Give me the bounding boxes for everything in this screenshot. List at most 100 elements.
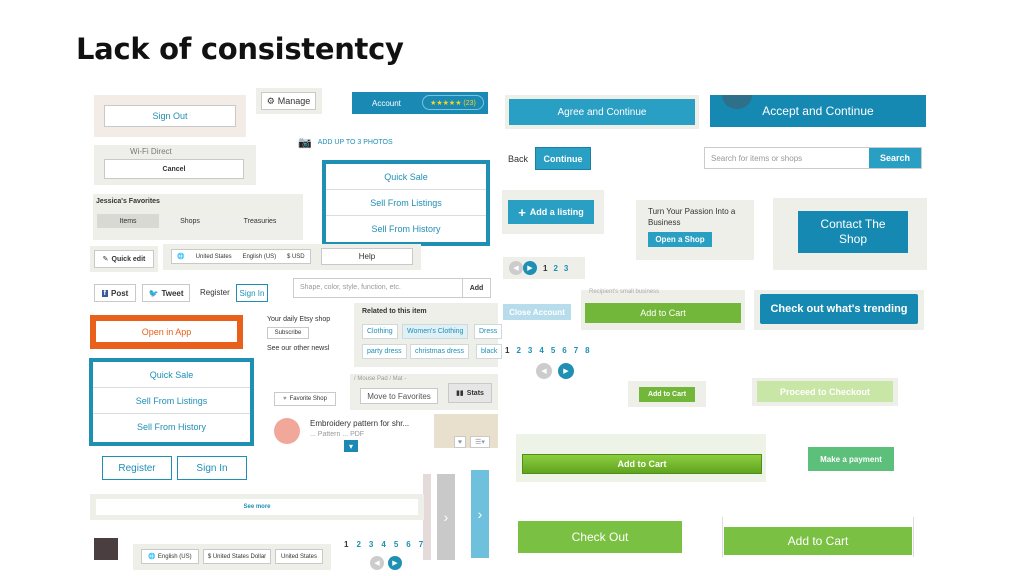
tab-items[interactable]: Items: [97, 214, 159, 228]
carousel-next-button[interactable]: ›: [471, 470, 489, 558]
chip-christmas-dress[interactable]: christmas dress: [410, 344, 470, 359]
manage-button[interactable]: ⚙Manage: [261, 92, 316, 110]
subscribe-button[interactable]: Subscribe: [267, 327, 309, 339]
page-1-long[interactable]: 1: [505, 346, 510, 355]
page-6-bottom[interactable]: 6: [406, 540, 411, 549]
add-cart-panel-small: Add to Cart: [628, 381, 706, 407]
page-5-bottom[interactable]: 5: [393, 540, 399, 549]
menu-sell-listings[interactable]: Sell From Listings: [326, 190, 486, 216]
language-selector[interactable]: 🌐English (US): [141, 549, 199, 564]
page-7-bottom[interactable]: 7: [418, 540, 424, 549]
sign-in-button[interactable]: Sign In: [177, 456, 247, 480]
twitter-icon: 🐦: [148, 288, 159, 298]
menu-quick-sale-2[interactable]: Quick Sale: [93, 362, 250, 388]
add-listing-button[interactable]: +Add a listing: [508, 200, 594, 224]
page-4-long[interactable]: 4: [539, 346, 544, 355]
page-3-short[interactable]: 3: [563, 264, 569, 273]
shape-search-placeholder: Shape, color, style, function, etc.: [300, 284, 401, 291]
sign-out-button[interactable]: Sign Out: [104, 105, 236, 127]
page-1-bottom[interactable]: 1: [344, 540, 349, 549]
quick-edit-button[interactable]: ✎Quick edit: [94, 250, 154, 268]
chip-black[interactable]: black: [476, 344, 503, 359]
page-1-short[interactable]: 1: [543, 264, 548, 273]
search-button[interactable]: Search: [869, 148, 921, 168]
prev-page-icon[interactable]: ◀: [370, 556, 384, 570]
register-link[interactable]: Register: [200, 288, 230, 297]
menu-sell-listings-2[interactable]: Sell From Listings: [93, 388, 250, 414]
stats-button[interactable]: ▮▮Stats: [448, 383, 492, 403]
make-payment-button[interactable]: Make a payment: [808, 447, 894, 471]
favorite-shop-button[interactable]: ♥Favorite Shop: [274, 392, 336, 406]
proceed-checkout-button[interactable]: Proceed to Checkout: [757, 381, 893, 402]
chip-womens-clothing[interactable]: Women's Clothing: [402, 324, 469, 339]
locale-selector[interactable]: 🌐 United States English (US) $ USD: [171, 249, 311, 264]
open-in-app-button[interactable]: Open in App: [96, 321, 237, 342]
next-page-short-icon[interactable]: ▶: [523, 261, 537, 275]
chip-clothing[interactable]: Clothing: [362, 324, 398, 339]
tweet-button[interactable]: 🐦Tweet: [142, 284, 190, 302]
add-button[interactable]: Add: [462, 279, 490, 297]
next-page-icon[interactable]: ▶: [388, 556, 402, 570]
register-button[interactable]: Register: [102, 456, 172, 480]
search-items-input[interactable]: Search for items or shops Search: [704, 147, 922, 169]
currency-selector[interactable]: $ United States Dollar: [203, 549, 271, 564]
page-6-long[interactable]: 6: [562, 346, 567, 355]
chip-party-dress[interactable]: party dress: [362, 344, 407, 359]
add-cart-panel-1: Recipient's small business Add to Cart: [581, 289, 745, 330]
chip-dresses[interactable]: Dress: [474, 324, 503, 339]
contact-shop-button[interactable]: Contact The Shop: [798, 211, 908, 253]
add-to-cart-button-2[interactable]: Add to Cart: [522, 454, 762, 474]
open-shop-button[interactable]: Open a Shop: [648, 232, 712, 247]
comment-icon[interactable]: ▾: [344, 440, 358, 452]
agree-continue-button[interactable]: Agree and Continue: [509, 99, 695, 125]
carousel-prev-button[interactable]: ›: [437, 474, 455, 560]
account-label[interactable]: Account: [372, 99, 401, 108]
prev-page-long-icon[interactable]: ◀: [536, 363, 552, 379]
close-account-button[interactable]: Close Account: [503, 304, 571, 320]
check-out-button[interactable]: Check Out: [518, 521, 682, 553]
shape-search-input[interactable]: Shape, color, style, function, etc. Add: [293, 278, 491, 298]
globe-icon: 🌐: [148, 554, 156, 560]
heart-small-button[interactable]: ♥: [454, 436, 466, 448]
list-menu-button[interactable]: ☰▾: [470, 436, 490, 448]
add-photos-link[interactable]: 📷 ADD UP TO 3 PHOTOS: [298, 136, 393, 149]
add-to-cart-button-3[interactable]: Add to Cart: [724, 527, 912, 555]
add-to-cart-button-1[interactable]: Add to Cart: [585, 303, 741, 323]
menu-sell-history[interactable]: Sell From History: [371, 224, 441, 234]
cancel-button[interactable]: Cancel: [104, 159, 244, 179]
see-other-link[interactable]: See our other newsl: [267, 345, 330, 352]
tab-shops[interactable]: Shops: [159, 214, 221, 228]
prev-page-short-icon[interactable]: ◀: [509, 261, 523, 275]
see-more-button[interactable]: See more: [96, 499, 418, 515]
mouse-pad-text: / Mouse Pad / Mat -: [354, 376, 407, 382]
region-selector[interactable]: United States: [275, 549, 323, 564]
next-page-long-icon[interactable]: ▶: [558, 363, 574, 379]
page-5-long[interactable]: 5: [550, 346, 556, 355]
search-items-placeholder: Search for items or shops: [711, 154, 803, 163]
add-to-cart-button-small[interactable]: Add to Cart: [639, 387, 695, 402]
page-8-long[interactable]: 8: [585, 346, 590, 355]
page-3-long[interactable]: 3: [527, 346, 533, 355]
page-2-bottom[interactable]: 2: [356, 540, 361, 549]
trending-button[interactable]: Check out what's trending: [760, 294, 918, 324]
pagination-long: 1 2 3 4 5 6 7 8: [505, 346, 590, 355]
page-2-short[interactable]: 2: [553, 264, 558, 273]
sign-in-small-button[interactable]: Sign In: [236, 284, 268, 302]
manage-panel: ⚙Manage: [256, 88, 322, 114]
page-4-bottom[interactable]: 4: [381, 540, 386, 549]
see-more-panel: See more: [90, 494, 424, 520]
tab-treasuries[interactable]: Treasuries: [221, 214, 299, 228]
locale-bar-top: 🌐 United States English (US) $ USD Help: [163, 244, 421, 270]
menu-sell-history-2[interactable]: Sell From History: [136, 422, 206, 432]
help-button[interactable]: Help: [321, 248, 413, 265]
page-3-bottom[interactable]: 3: [368, 540, 374, 549]
menu-quick-sale[interactable]: Quick Sale: [326, 164, 486, 190]
continue-button[interactable]: Continue: [535, 147, 591, 170]
back-link[interactable]: Back: [508, 154, 529, 164]
page-7-long[interactable]: 7: [573, 346, 579, 355]
page-2-long[interactable]: 2: [516, 346, 521, 355]
passion-text: Turn Your Passion Into a Business: [648, 207, 736, 227]
move-to-favorites-button[interactable]: Move to Favorites: [360, 388, 438, 404]
embroidery-title[interactable]: Embroidery pattern for shr...: [310, 419, 410, 428]
